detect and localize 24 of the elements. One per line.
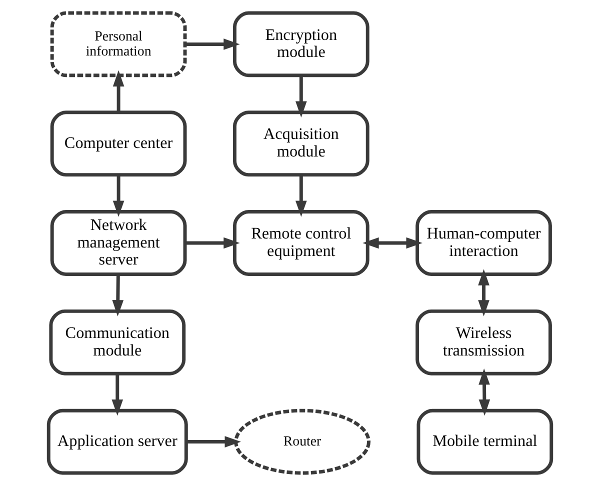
node-box: Human-computer interaction <box>416 210 552 276</box>
arrow <box>478 368 490 416</box>
arrow <box>112 174 124 217</box>
arrow <box>186 436 241 448</box>
arrow <box>112 374 124 416</box>
node-ellipse: Router <box>234 408 370 475</box>
node-box: Personal information <box>50 11 187 78</box>
node-box: Communication module <box>49 309 186 376</box>
arrow <box>362 237 422 249</box>
node-box: Application server <box>46 408 188 475</box>
node-box: Encryption module <box>232 11 370 78</box>
node-box: Computer center <box>50 110 187 177</box>
node-box: Mobile terminal <box>416 408 554 475</box>
arrow <box>185 38 240 50</box>
arrow <box>295 76 307 118</box>
node-box: Acquisition module <box>232 110 370 177</box>
node-box: Wireless transmission <box>416 309 552 376</box>
arrow <box>295 174 307 217</box>
node-box: Remote control equipment <box>232 210 370 276</box>
arrow <box>478 269 490 316</box>
arrow <box>112 274 124 316</box>
node-box: Network management server <box>50 210 187 276</box>
arrow <box>185 237 240 249</box>
arrow <box>112 70 124 112</box>
